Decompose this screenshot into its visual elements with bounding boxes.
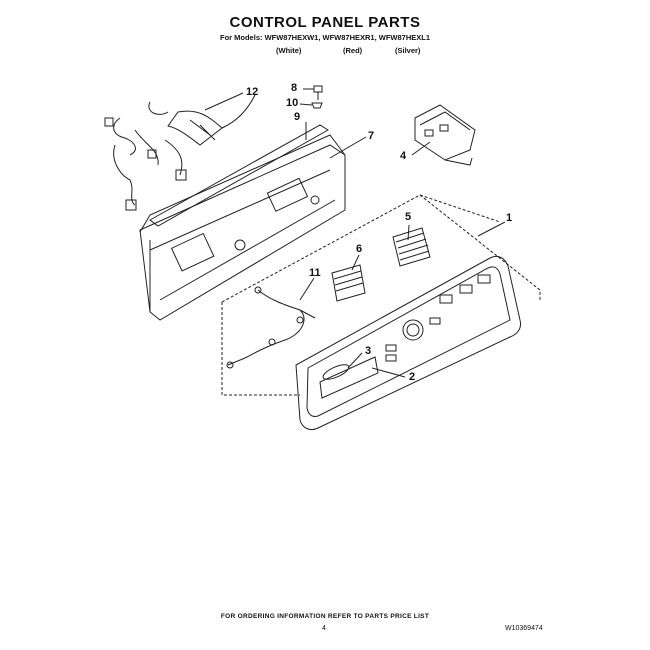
exploded-view-outlines [221, 194, 541, 396]
model-list: For Models: WFW87HEXW1, WFW87HEXR1, WFW8… [219, 33, 430, 42]
bracket-part-9 [149, 124, 329, 227]
callout-1: 1 [506, 212, 513, 224]
callout-11: 11 [309, 267, 321, 279]
callout-3: 3 [365, 345, 372, 357]
callout-5: 5 [405, 211, 412, 223]
electronic-module-part-4 [414, 104, 476, 166]
clip-part-10 [311, 102, 323, 109]
leader-lines [204, 88, 506, 378]
wire-assembly-part-11 [226, 286, 316, 369]
callout-8: 8 [291, 82, 298, 94]
wire-harness-part-12 [104, 94, 256, 211]
callout-7: 7 [368, 130, 375, 142]
document-number: W10369474 [505, 625, 543, 632]
callout-12: 12 [246, 86, 259, 98]
callout-2: 2 [409, 371, 416, 383]
color-white-label: (White) [276, 46, 302, 55]
color-silver-label: (Silver) [395, 46, 421, 55]
callout-10: 10 [286, 97, 299, 109]
callout-6: 6 [356, 243, 363, 255]
screw-part-8 [313, 85, 323, 100]
control-panel-console-part-1 [295, 255, 521, 431]
ordering-note: FOR ORDERING INFORMATION REFER TO PARTS … [220, 613, 430, 620]
ribbon-cable-part-5 [392, 227, 431, 267]
console-back-panel-part-7 [139, 134, 346, 321]
ribbon-cable-part-6 [331, 264, 366, 302]
page-number: 4 [322, 625, 326, 632]
page-title: CONTROL PANEL PARTS [229, 14, 421, 31]
color-red-label: (Red) [343, 46, 363, 55]
callout-9: 9 [294, 111, 301, 123]
callout-4: 4 [400, 150, 407, 162]
